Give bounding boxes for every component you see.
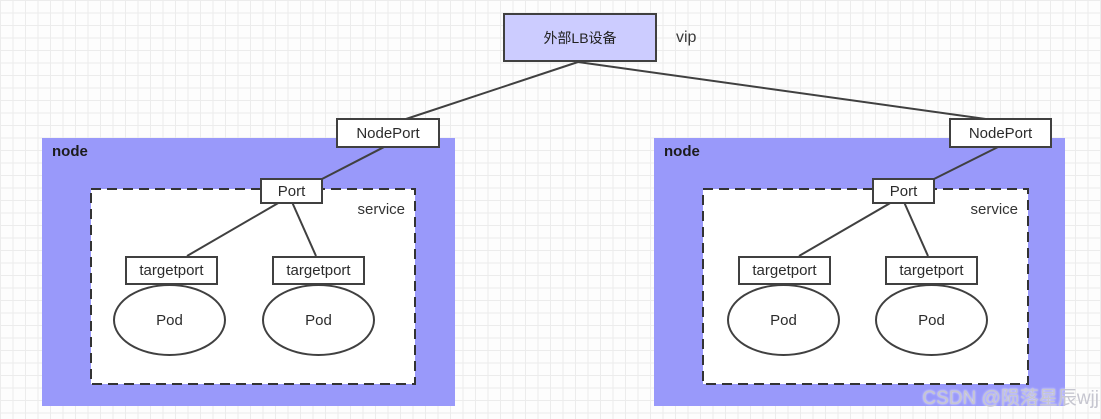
nodeport-label-left: NodePort (356, 124, 420, 142)
external-lb-box: 外部LB设备 (503, 13, 657, 62)
line-nodeport-to-port-left (321, 145, 387, 180)
nodeport-label-right: NodePort (968, 124, 1033, 142)
targetport-label: targetport (286, 262, 351, 279)
targetport-box-left-1: targetport (125, 256, 218, 285)
node-label-right: node (664, 143, 700, 160)
port-box-left: Port (260, 178, 323, 204)
line-nodeport-to-port-right (933, 146, 999, 180)
service-box-right (702, 188, 1029, 385)
line-port-to-targetport-left-2 (291, 201, 317, 257)
watermark: CSDN @陨落星辰wjj (922, 388, 1099, 409)
pod-label: Pod (156, 311, 183, 329)
nodeport-box-right: NodePort (949, 118, 1052, 148)
port-box-right: Port (872, 178, 935, 204)
pod-ellipse-left-1: Pod (113, 284, 226, 356)
pod-label: Pod (305, 311, 332, 329)
line-lb-to-nodeport-left (405, 61, 579, 120)
pod-ellipse-right-2: Pod (875, 284, 988, 356)
line-port-to-targetport-right-2 (903, 201, 929, 257)
pod-label: Pod (918, 311, 945, 329)
targetport-box-right-1: targetport (738, 256, 831, 285)
targetport-label: targetport (752, 262, 817, 279)
pod-label: Pod (770, 311, 797, 329)
external-lb-label: 外部LB设备 (543, 29, 617, 46)
line-port-to-targetport-left-1 (186, 201, 281, 257)
targetport-box-right-2: targetport (885, 256, 978, 285)
line-lb-to-nodeport-right (577, 61, 1001, 122)
targetport-box-left-2: targetport (272, 256, 365, 285)
targetport-label: targetport (139, 262, 204, 279)
pod-ellipse-left-2: Pod (262, 284, 375, 356)
nodeport-box-left: NodePort (336, 118, 440, 148)
service-label-left: service (357, 201, 405, 218)
port-label-right: Port (889, 182, 918, 200)
service-label-right: service (970, 201, 1018, 218)
pod-ellipse-right-1: Pod (727, 284, 840, 356)
port-label-left: Port (277, 182, 306, 200)
node-label-left: node (52, 143, 88, 160)
vip-label: vip (676, 29, 697, 46)
targetport-label: targetport (899, 262, 964, 279)
line-port-to-targetport-right-1 (798, 201, 893, 257)
